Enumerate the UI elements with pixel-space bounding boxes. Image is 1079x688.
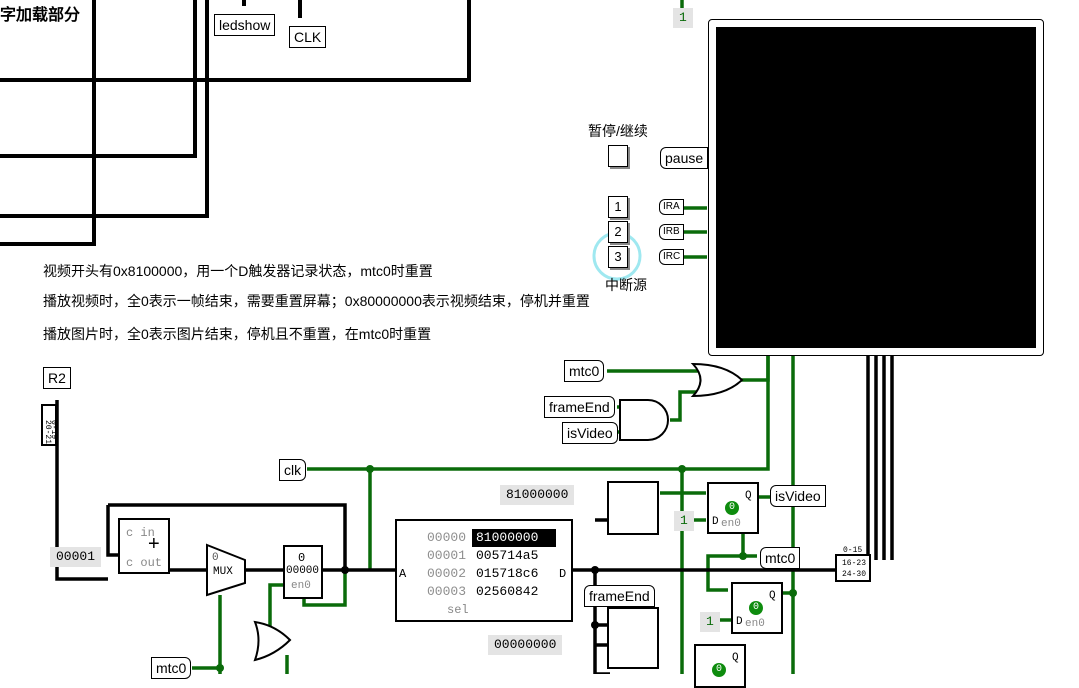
mux-input0: 0 [212,552,219,564]
ff-end-state: 0 [749,601,763,615]
const-one-top: 1 [673,8,693,28]
rom-addr-2: 00002 [427,566,467,581]
const-one-a: 1 [674,511,694,531]
led-display [708,19,1044,356]
display-screen [716,27,1036,348]
mux-label: MUX [213,566,233,578]
const-video-start: 81000000 [500,485,575,505]
and-gate [619,399,669,441]
d-flipflop-third: 0 Q [694,644,746,688]
ff-end-q: Q [769,590,776,602]
ff-third-state: 0 [712,663,726,677]
interrupt-button-2[interactable]: 2 [608,221,628,243]
irc-tag: IRC [659,249,685,265]
ledshow-tag: ledshow [214,14,276,36]
interrupt-button-1[interactable]: 1 [608,196,628,218]
ff-end-en: en0 [745,618,765,630]
splitter-range-0: 0-15 [843,546,863,555]
splitter-left [41,404,57,446]
interrupt-caption: 中断源 [605,277,647,293]
splitter-range-1: 16-23 [842,559,867,568]
rom-value-3[interactable]: 02560842 [476,584,539,599]
rom-value-2[interactable]: 015718c6 [476,566,539,581]
counter-const: 00001 [50,547,102,567]
data-wires [55,356,894,674]
rom-value-0[interactable]: 81000000 [472,529,556,547]
ff-video-en: en0 [721,518,741,530]
d-flipflop-video: 0 Q D en0 [707,482,759,534]
rom-block: 00000 81000000 00001 005714a5 00002 0157… [395,519,573,622]
rom-addr-1: 00001 [427,548,467,563]
register-value-top: 0 [298,551,306,565]
rom-port-a: A [399,567,407,581]
counter-block: c in c out + [118,518,170,574]
pause-tag: pause [660,147,709,169]
splitter-bits-b: 20-21 [43,420,52,445]
register-block: 0 00000 en0 [283,545,323,599]
mtc0-tag-bottom: mtc0 [151,657,192,679]
pause-button[interactable] [608,145,628,167]
comparator-top [607,481,659,535]
mux-shape [206,543,246,597]
r2-tag: R2 [43,367,71,389]
rom-sel: sel [447,603,469,617]
const-one-b: 1 [700,612,720,632]
section-title: 字加载部分 [0,7,81,24]
isvideo-tag-gate: isVideo [562,422,618,444]
register-value: 00000 [286,565,320,577]
irb-tag: IRB [659,224,684,240]
note-video-play: 播放视频时，全0表示一帧结束，需要重置屏幕；0x80000000表示视频结束，停… [43,293,590,309]
circuit-canvas [0,0,894,674]
ff-end-d: D [736,616,743,628]
note-video-start: 视频开头有0x8100000，用一个D触发器记录状态，mtc0时重置 [43,263,433,279]
ira-tag: IRA [659,199,684,215]
junction-dots [341,566,599,629]
pause-caption: 暂停/继续 [588,123,648,139]
ff-video-state: 0 [725,501,739,515]
mtc0-tag-gate: mtc0 [564,360,605,382]
splitter-range-2: 24-30 [842,570,867,579]
rom-addr-3: 00003 [427,584,467,599]
comparator-bottom [607,607,659,669]
clk-tag-top: CLK [289,26,327,48]
rom-addr-0: 00000 [427,530,467,545]
splitter-right [835,554,871,582]
ff-video-d: D [712,516,719,528]
note-image-play: 播放图片时，全0表示图片结束，停机且不重置，在mtc0时重置 [43,326,432,342]
mtc0-tag-right: mtc0 [760,547,801,569]
const-zero: 00000000 [488,635,563,655]
black-wires [0,0,471,246]
frameend-tag: frameEnd [584,585,655,607]
counter-c-out: c out [126,556,163,570]
rom-value-1[interactable]: 005714a5 [476,548,539,563]
clk-tag: clk [279,459,307,481]
or-gate-bottom [253,620,292,662]
d-flipflop-end: 0 Q D en0 [731,582,783,634]
frameend-tag-gate: frameEnd [544,396,615,418]
interrupt-button-3[interactable]: 3 [608,246,628,268]
isvideo-tag: isVideo [770,485,826,507]
counter-c-in: c in [126,526,155,540]
ff-video-q: Q [745,490,752,502]
or-gate-top [690,362,744,398]
ff-third-q: Q [732,652,739,664]
counter-plus-icon: + [148,533,160,555]
register-en: en0 [291,580,311,592]
rom-port-d: D [559,567,567,581]
